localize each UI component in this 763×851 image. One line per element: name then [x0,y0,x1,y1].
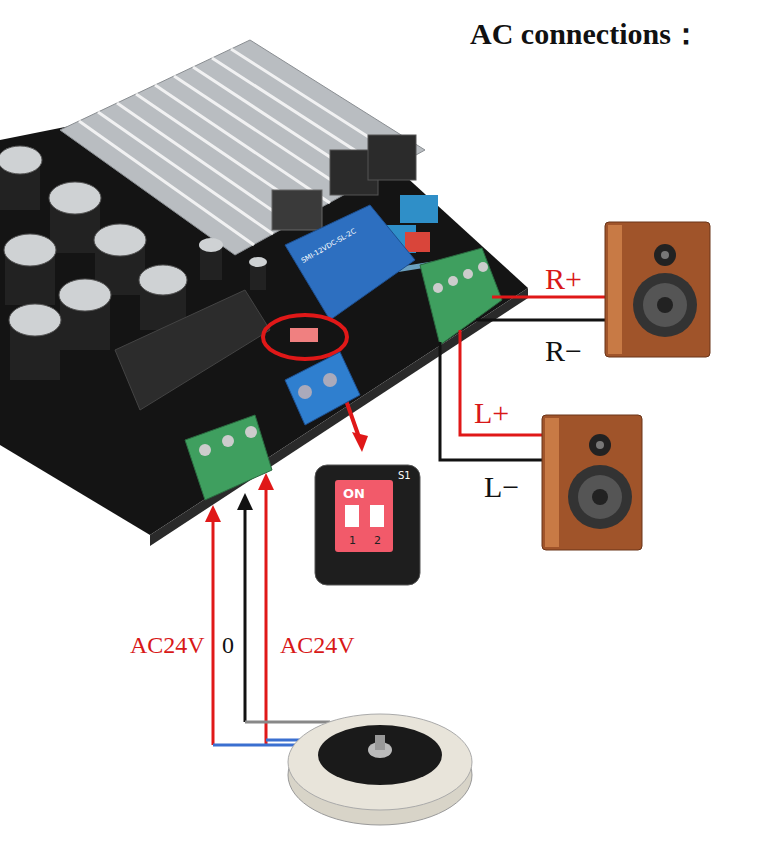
ac-terminal [185,415,272,500]
switch-number: 1 [349,534,356,547]
arrowhead [258,473,274,490]
wire-label: R+ [545,262,582,296]
wire-label: L+ [474,396,509,430]
switch-number: 2 [374,534,381,547]
switch-label: ON [343,486,365,501]
terminal-block [285,352,360,425]
voltage-label: 0 [222,632,234,659]
dip-switch-zoom [335,480,393,552]
film-capacitor [400,195,438,223]
arrowhead [352,432,368,452]
zoom-inset [315,465,420,585]
toroidal-transformer [288,714,472,825]
film-capacitor [405,232,430,252]
inductor [368,135,416,180]
title: AC connections： [470,14,701,55]
voltage-label: AC24V [280,632,355,659]
wire-label: L− [484,470,519,504]
arrowhead [237,493,253,510]
wire-label: R− [545,334,582,368]
speaker [605,222,710,357]
inductor [272,190,322,230]
relay [285,205,415,320]
speaker [542,415,642,550]
highlight-circle [263,315,347,359]
part-designator: S1 [398,470,411,481]
voltage-label: AC24V [130,632,205,659]
ac-wires [213,488,330,745]
dip-switch [290,328,318,342]
rectifier-block [115,290,270,410]
arrowhead [205,505,221,522]
zoom-inset: ON [315,465,420,585]
